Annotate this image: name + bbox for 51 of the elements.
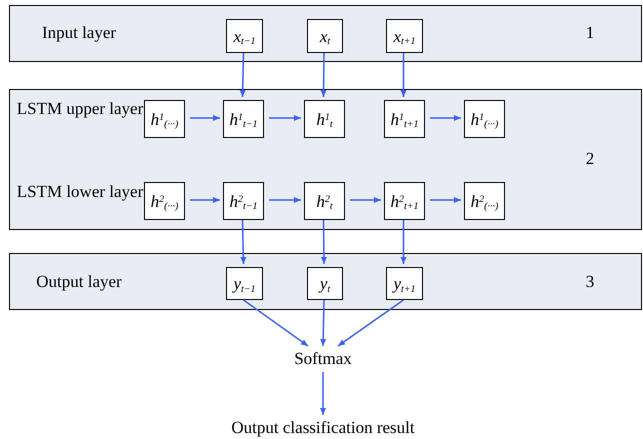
state-box [226,267,263,300]
arrow [190,115,220,121]
math-symbol: x$_{t−1}$ [233,28,256,44]
arrow [269,197,301,203]
arrow [320,53,327,97]
state-box [144,182,185,220]
layer-number: 1 [584,22,596,44]
layer-number: 3 [584,271,596,293]
state-box [386,19,423,53]
state-box [307,267,343,300]
state-box [144,100,185,138]
arrow [400,220,406,264]
arrow [269,115,301,121]
state-box [384,182,425,220]
arrow [320,372,326,415]
arrow [338,299,404,347]
layer-label: Output layer [35,271,123,293]
state-box [304,100,345,138]
layer-band [9,253,642,310]
layer-number: 2 [584,148,596,170]
layer-label: LSTM lower layer [16,181,144,203]
layer-band [9,5,642,62]
arrow [190,197,220,203]
arrow [240,52,246,98]
arrow [350,197,381,203]
flow-label: Output classification result [231,417,415,439]
math-symbol: x$_{t}$ [320,28,330,44]
layer-label: Input layer [40,22,118,44]
state-box [386,267,423,300]
state-box [226,19,263,53]
arrow [243,299,308,347]
layer-label: LSTM upper layer [16,98,144,120]
layer-band [9,89,642,230]
state-box [304,182,345,220]
flow-label: Softmax [294,348,352,370]
math-symbol: x$_{t+1}$ [393,28,416,44]
state-box [223,100,264,138]
arrow [430,115,461,121]
math-symbol: y$_{t+1}$ [393,275,416,292]
arrow [320,220,327,264]
state-box [464,182,505,220]
state-box [223,182,264,220]
state-box [307,19,343,53]
arrow [400,53,406,97]
state-box [384,100,425,138]
math-symbol: y$_{t−1}$ [233,275,256,292]
arrow [320,300,326,346]
state-box [464,100,505,138]
math-symbol: y$_{t}$ [320,275,330,292]
arrow [430,197,461,203]
arrow [240,220,246,264]
